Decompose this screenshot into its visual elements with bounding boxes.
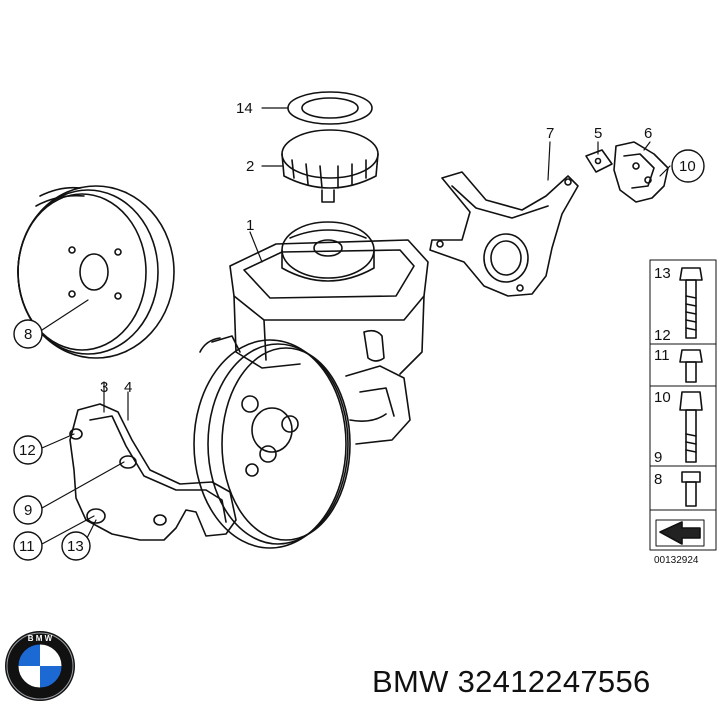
callout-ring-11 bbox=[13, 531, 43, 561]
callout-8: 8 bbox=[24, 326, 32, 343]
legend-13: 13 bbox=[654, 265, 671, 282]
legend-11: 11 bbox=[654, 347, 670, 364]
pump-pulley bbox=[193, 339, 351, 549]
gasket-plate bbox=[613, 141, 669, 203]
support-bracket bbox=[429, 171, 579, 297]
brand-name: BMW bbox=[372, 664, 449, 699]
part-caption: BMW 32412247556 bbox=[372, 664, 651, 700]
callout-5: 5 bbox=[594, 125, 602, 142]
callout-ring-12 bbox=[13, 435, 43, 465]
callout-ring-8 bbox=[13, 319, 43, 349]
reservoir-cap bbox=[281, 129, 379, 203]
part-number: 32412247556 bbox=[457, 664, 651, 699]
callout-ring-10 bbox=[671, 149, 705, 183]
pump-housing bbox=[199, 335, 411, 445]
clip-nut bbox=[585, 149, 613, 173]
callout-10: 10 bbox=[679, 158, 696, 175]
callout-13: 13 bbox=[67, 538, 84, 555]
bmw-logo-icon: B M W bbox=[5, 631, 75, 701]
callout-9: 9 bbox=[24, 502, 32, 519]
legend-8: 8 bbox=[654, 471, 662, 488]
legend-12: 12 bbox=[654, 327, 671, 344]
fastener-legend-panel bbox=[649, 259, 717, 551]
callout-6: 6 bbox=[644, 125, 652, 142]
callout-4: 4 bbox=[124, 379, 132, 396]
callout-ring-13 bbox=[61, 531, 91, 561]
callout-14: 14 bbox=[236, 100, 253, 117]
callout-7: 7 bbox=[546, 125, 554, 142]
diagram-reference-code: 00132924 bbox=[654, 555, 699, 566]
callout-1: 1 bbox=[246, 217, 254, 234]
left-pulley bbox=[17, 185, 175, 359]
legend-9: 9 bbox=[654, 449, 662, 466]
cap-seal bbox=[287, 91, 373, 125]
callout-ring-9 bbox=[13, 495, 43, 525]
callout-11: 11 bbox=[19, 538, 35, 555]
svg-text:B M W: B M W bbox=[28, 634, 53, 643]
callout-2: 2 bbox=[246, 158, 254, 175]
callout-12: 12 bbox=[19, 442, 36, 459]
legend-10: 10 bbox=[654, 389, 671, 406]
fluid-reservoir bbox=[229, 221, 429, 375]
callout-3: 3 bbox=[100, 379, 108, 396]
